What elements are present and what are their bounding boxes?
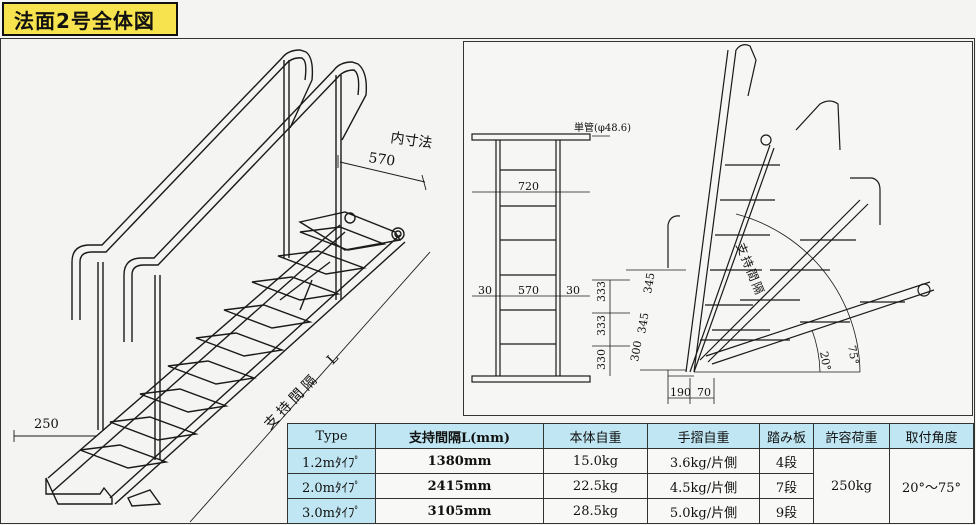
angle-75-label: 75°: [845, 344, 861, 365]
header-angle: 取付角度: [889, 423, 974, 449]
header-treads: 踏み板: [759, 423, 814, 449]
dim-345-b: 345: [635, 312, 651, 335]
left-stair-drawing: 内寸法 570 支持間隔 L 250: [13, 49, 433, 523]
angle-range-cell: 20°〜75°: [889, 448, 974, 524]
dim-300: 300: [628, 340, 644, 363]
spec-table: Type 支持間隔L(mm) 本体自重 手摺自重 踏み板 許容荷重 取付角度 1…: [287, 423, 974, 524]
header-support-interval: 支持間隔L(mm): [375, 423, 544, 449]
dim-70: 70: [697, 386, 711, 399]
page-title: 法面2号全体図: [2, 2, 178, 36]
table-header-row: Type 支持間隔L(mm) 本体自重 手摺自重 踏み板 許容荷重 取付角度: [287, 423, 974, 449]
row-treads: 9段: [759, 498, 814, 524]
right-stringer: [109, 234, 401, 499]
row-handrail-weight: 5.0kg/片側: [647, 498, 760, 524]
dim-330: 330: [595, 349, 608, 370]
row-treads: 7段: [759, 473, 814, 499]
table-row: 2.0mﾀｲﾌﾟ 2415mm 22.5kg 4.5kg/片側 7段: [287, 473, 974, 499]
step-width-label: 250: [34, 417, 59, 432]
row-body-weight: 22.5kg: [543, 473, 648, 499]
dim-190: 190: [670, 386, 691, 399]
near-handrail: [123, 61, 368, 342]
dim-30-right: 30: [566, 284, 580, 297]
header-body-weight: 本体自重: [543, 423, 648, 449]
header-handrail-weight: 手摺自重: [647, 423, 760, 449]
angle-20-label: 20°: [817, 350, 833, 371]
dim-333-a: 333: [595, 281, 608, 302]
row-type: 2.0mﾀｲﾌﾟ: [287, 473, 376, 499]
row-type: 3.0mﾀｲﾌﾟ: [287, 498, 376, 524]
bottom-foot: [45, 477, 113, 505]
header-type: Type: [287, 423, 376, 449]
dim-570: 570: [518, 284, 539, 297]
side-view-angles: [626, 44, 935, 404]
drawing-frame: [0, 38, 975, 524]
row-body-weight: 15.0kg: [543, 448, 648, 474]
row-handrail-weight: 4.5kg/片側: [647, 473, 760, 499]
header-allowable-load: 許容荷重: [813, 423, 890, 449]
far-handrail: [71, 49, 314, 320]
table-row: 1.2mﾀｲﾌﾟ 1380mm 15.0kg 3.6kg/片側 4段 250kg…: [287, 448, 974, 524]
title-text: 法面2号全体図: [14, 8, 155, 33]
pipe-label: 単管(φ48.6): [574, 121, 631, 134]
dim-720: 720: [518, 180, 539, 193]
stair-structure: [45, 49, 406, 507]
row-support-interval: 3105mm: [375, 498, 544, 524]
row-support-interval: 1380mm: [375, 448, 544, 474]
row-handrail-weight: 3.6kg/片側: [647, 448, 760, 474]
row-type: 1.2mﾀｲﾌﾟ: [287, 448, 376, 474]
row-support-interval: 2415mm: [375, 473, 544, 499]
inner-width-label: 570: [367, 150, 396, 170]
treads: [79, 226, 387, 469]
left-dimension-lines: [13, 155, 431, 523]
allowable-load-cell: 250kg: [813, 448, 890, 524]
side-views-panel: [463, 41, 973, 416]
plan-view: [471, 133, 630, 383]
row-body-weight: 28.5kg: [543, 498, 648, 524]
table-row: 3.0mﾀｲﾌﾟ 3105mm 28.5kg 5.0kg/片側 9段: [287, 498, 974, 524]
dim-333-b: 333: [595, 315, 608, 336]
left-stringer: [47, 224, 341, 479]
dim-30-left: 30: [478, 284, 492, 297]
support-interval-side-label: 支持間隔: [733, 241, 768, 299]
inner-dim-label: 内寸法: [389, 130, 433, 152]
row-treads: 4段: [759, 448, 814, 474]
dim-345-a: 345: [641, 272, 657, 295]
